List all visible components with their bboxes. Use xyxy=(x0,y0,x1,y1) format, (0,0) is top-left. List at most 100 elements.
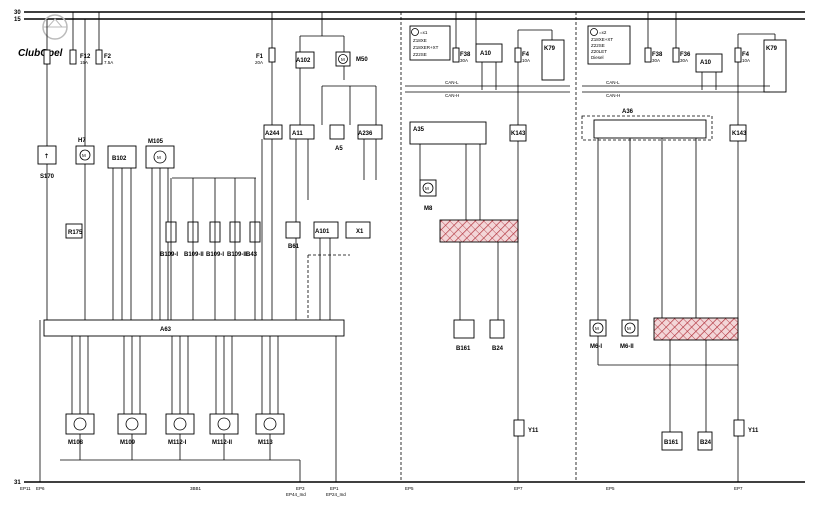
engine-variant-box-2: =x2 Z18XE+XT Z22SE Z20LET Diesel xyxy=(587,25,631,65)
engine-box2-line2: Z22SE xyxy=(591,43,605,48)
valve-y11-a: Y11 xyxy=(513,419,539,482)
b161b-label: B161 xyxy=(664,440,679,446)
motor-m6-2: M M6-II xyxy=(620,319,639,350)
relay-k143-b: K143 xyxy=(729,124,747,420)
knock-sensors: B109-I B109-II B109-I B109-II B43 xyxy=(160,177,261,320)
k79a-label: K79 xyxy=(544,46,556,52)
k79b-label: K79 xyxy=(766,46,778,52)
relay-a10-b: A10 xyxy=(695,53,723,90)
ground-ep7-a: EP7 xyxy=(514,486,523,491)
m6-1-label: M6-I xyxy=(590,344,602,350)
engine-box1-line1: Z18XE xyxy=(413,38,427,43)
fuse-f1: F1 20A xyxy=(255,12,276,125)
b61-label: B61 xyxy=(288,244,300,250)
a5-label: A5 xyxy=(335,146,343,152)
f4a-value: 10A xyxy=(522,58,530,63)
modules-mid-center: B61 A101 X1 xyxy=(285,221,371,320)
injector-m112-2: M112-II xyxy=(209,336,239,460)
ecm-a63: A63 xyxy=(43,319,345,337)
relay-a10-a: A10 xyxy=(475,12,503,90)
svg-text:M: M xyxy=(341,57,345,62)
ground-ep1: EP1 xyxy=(330,486,339,491)
k143a-label: K143 xyxy=(511,131,526,137)
f38b-label: F38 xyxy=(652,52,663,58)
ground-ep24: EP24_Ind xyxy=(326,492,346,497)
a236-label: A236 xyxy=(358,131,373,137)
relay-k79-a: K79 xyxy=(518,29,565,81)
svg-text:M: M xyxy=(425,186,429,191)
b24a-label: B24 xyxy=(492,346,504,352)
injector-label-m109: M109 xyxy=(120,440,136,446)
motor-m105: M M105 xyxy=(145,139,175,320)
f4b-label: F4 xyxy=(742,52,750,58)
sensor-b161-a: B161 xyxy=(453,319,475,352)
a101-label: A101 xyxy=(315,229,330,235)
relay-k79-b: K79 xyxy=(738,33,787,93)
fuse-f4-a: F4 10A xyxy=(514,30,530,125)
engine-box1-line2: Z18XER+XT xyxy=(413,45,439,50)
a244-label: A244 xyxy=(265,131,280,137)
engine-variant-box-1: =x1 Z18XE Z18XER+XT Z22SE xyxy=(409,25,451,61)
f4a-label: F4 xyxy=(522,52,530,58)
injector-label-m112-2: M112-II xyxy=(212,440,232,446)
f36-label: F36 xyxy=(680,52,691,58)
injector-label-m113: M113 xyxy=(258,440,273,446)
rail-31-label: 31 xyxy=(14,480,21,486)
motor-m6-1: M M6-I xyxy=(589,319,607,350)
injector-label-m108: M108 xyxy=(68,440,84,446)
fuse-f38-a: F38 30A xyxy=(452,12,471,63)
engine-box2-title: =x2 xyxy=(599,30,607,35)
sensor-b24-b: B24 xyxy=(697,431,713,451)
pcm-hatched-b xyxy=(597,317,739,432)
b109-1-label: B109-I xyxy=(160,252,178,258)
a36-label: A36 xyxy=(622,109,634,115)
f36-value: 30A xyxy=(680,58,688,63)
x1-label: X1 xyxy=(356,229,364,235)
injector-m113: M113 xyxy=(255,336,285,460)
sensor-b24-a: B24 xyxy=(489,319,505,352)
b102-label: B102 xyxy=(112,156,127,162)
engine-box1-title: =x1 xyxy=(420,30,428,35)
m8-label: M8 xyxy=(424,206,433,212)
engine-box2-line1: Z18XE+XT xyxy=(591,37,613,42)
fuse-f1-value: 20A xyxy=(255,60,263,65)
svg-text:M: M xyxy=(157,155,161,160)
module-a35: A35 xyxy=(409,121,487,220)
engine-box1-line3: Z22SE xyxy=(413,52,427,57)
b161a-label: B161 xyxy=(456,346,471,352)
sensor-b102: B102 xyxy=(107,145,137,320)
injector-m109: M109 xyxy=(117,336,147,460)
a10b-label: A10 xyxy=(700,60,712,66)
resistor-r175: R175 xyxy=(65,223,83,239)
lamp-h7: M H7 xyxy=(75,19,95,320)
rail-15-label: 15 xyxy=(14,17,21,23)
svg-text:M: M xyxy=(595,326,599,331)
injector-label-m112-1: M112-I xyxy=(168,440,187,446)
svg-text:M: M xyxy=(627,326,631,331)
watermark-logo: ClubOpel xyxy=(18,14,68,59)
watermark-text: ClubOpel xyxy=(18,48,63,59)
fuse-f36: F36 30A xyxy=(672,12,691,63)
f38a-label: F38 xyxy=(460,52,471,58)
b109-3-label: B109-I xyxy=(206,252,224,258)
pcm-hatched-a xyxy=(439,219,519,320)
b109-4-label: B109-II xyxy=(227,252,247,258)
ground-ep44: EP44_Ind xyxy=(286,492,306,497)
motor-m8: M M8 xyxy=(419,179,437,212)
ground-ep7-b: EP7 xyxy=(734,486,743,491)
m50-label: M50 xyxy=(356,57,368,63)
a63-label: A63 xyxy=(160,327,172,333)
f38b-value: 30A xyxy=(652,58,660,63)
ground-ep5-b: EP5 xyxy=(606,486,615,491)
b24b-label: B24 xyxy=(700,440,712,446)
rail-30-label: 30 xyxy=(14,10,21,16)
sensor-s170: ⇡ S170 xyxy=(37,64,57,320)
fuse-group-left: F12 15A F2 7.5A xyxy=(43,12,113,65)
ground-ep6: EP6 xyxy=(36,486,45,491)
a10a-label: A10 xyxy=(480,51,492,57)
m6-2-label: M6-II xyxy=(620,344,634,350)
fuse-f12-label: F12 xyxy=(80,54,91,60)
injector-m108: M108 xyxy=(65,336,95,460)
